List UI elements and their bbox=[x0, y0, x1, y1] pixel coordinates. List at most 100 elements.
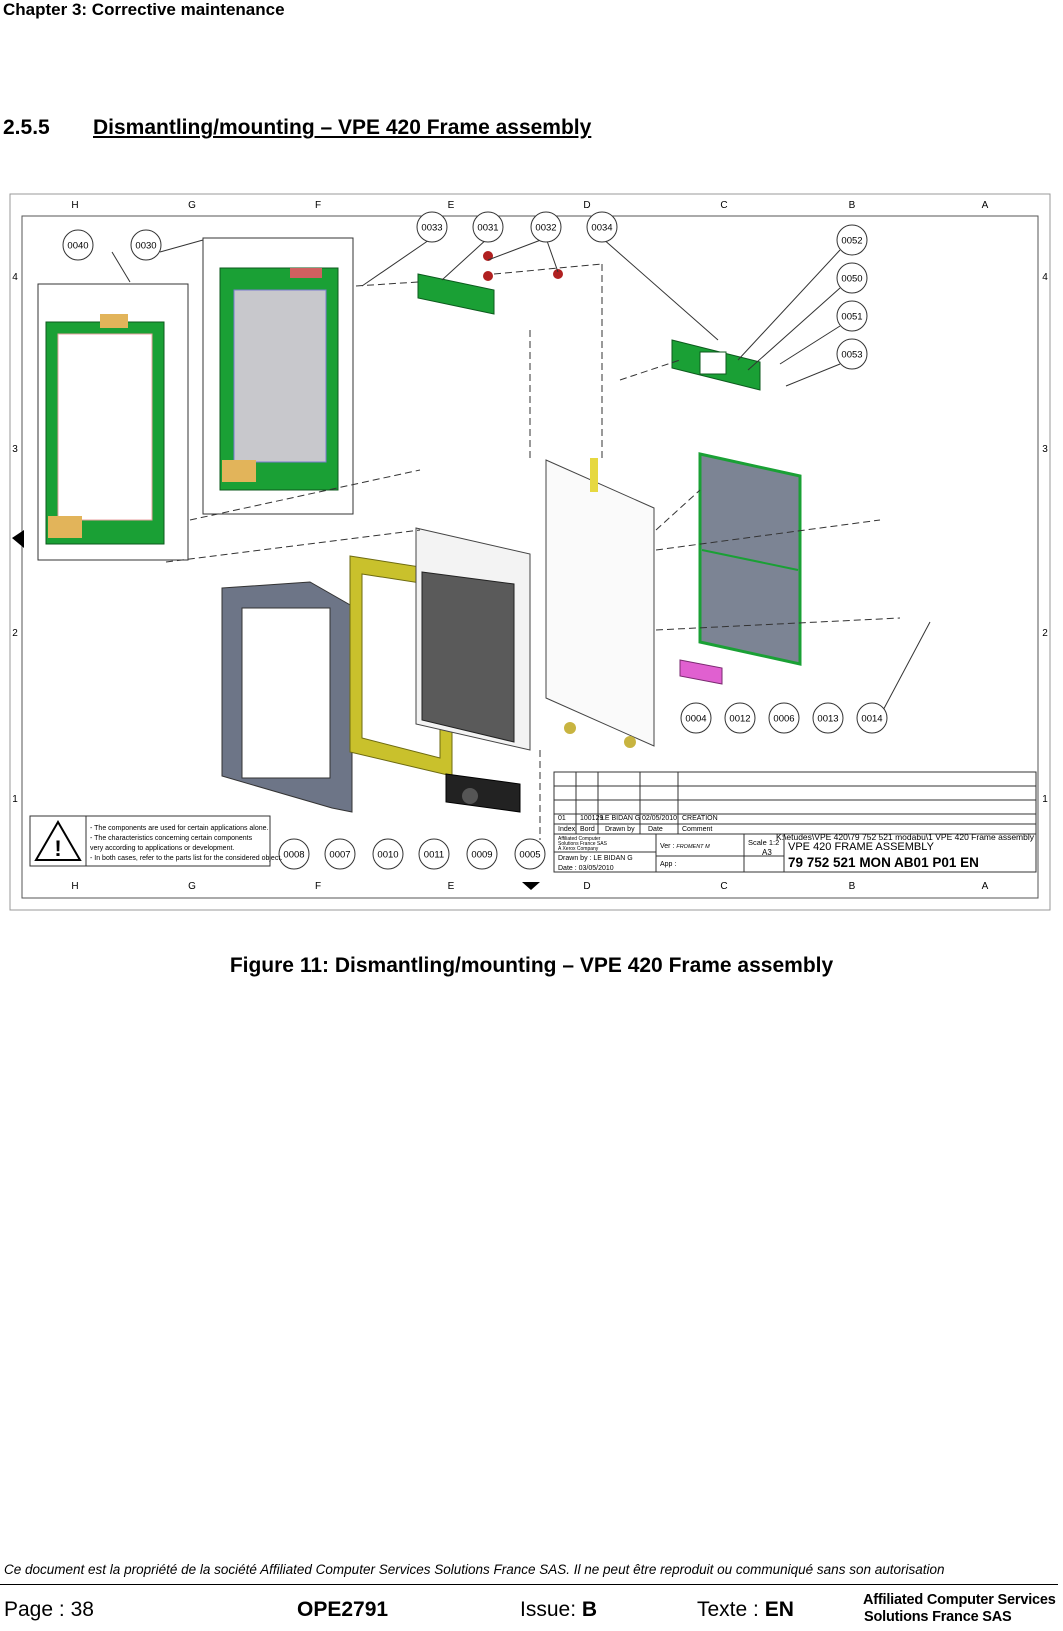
balloon-label-0033: 0033 bbox=[421, 223, 442, 234]
grid-col-bottom-G: G bbox=[188, 881, 196, 892]
section-number: 2.5.5 bbox=[3, 116, 50, 139]
metal-bracket-part bbox=[545, 458, 655, 748]
balloon-label-0051: 0051 bbox=[841, 312, 862, 323]
balloon-label-0010: 0010 bbox=[377, 850, 398, 861]
drawn-by: Drawn by : LE BIDAN G bbox=[558, 855, 633, 862]
balloon-label-0007: 0007 bbox=[329, 850, 350, 861]
grid-col-top-D: D bbox=[583, 200, 590, 211]
small-pcb-0031-part bbox=[417, 251, 563, 315]
lcd-screen-part bbox=[415, 527, 531, 751]
balloon-label-0004: 0004 bbox=[685, 714, 706, 725]
company-logo: Affiliated Computer Services Solutions F… bbox=[863, 1592, 1056, 1626]
footer-rule bbox=[0, 1584, 1058, 1585]
balloon-label-0050: 0050 bbox=[841, 274, 862, 285]
grid-col-top-A: A bbox=[982, 200, 989, 211]
issue-label: Issue: bbox=[520, 1598, 582, 1621]
grid-row-left-4: 4 bbox=[12, 272, 18, 283]
grid-col-bottom-C: C bbox=[720, 881, 727, 892]
balloon-0031 bbox=[472, 211, 504, 243]
footer-page: Page : 38 bbox=[4, 1598, 94, 1622]
balloon-label-0032: 0032 bbox=[535, 223, 556, 234]
grid-col-bottom-H: H bbox=[71, 881, 78, 892]
balloon-label-0030: 0030 bbox=[135, 241, 156, 252]
balloon-0012 bbox=[724, 702, 756, 734]
footer-doc-ref: OPE2791 bbox=[297, 1598, 389, 1621]
main-pcb-part bbox=[698, 452, 802, 666]
approved-by: App : bbox=[660, 861, 676, 868]
balloon-0007 bbox=[324, 838, 356, 870]
balloon-label-0011: 0011 bbox=[424, 850, 444, 861]
ownership-notice: Ce document est la propriété de la socié… bbox=[4, 1562, 945, 1577]
grid-col-bottom-F: F bbox=[315, 881, 321, 892]
footer-issue: Issue: B bbox=[520, 1598, 597, 1622]
balloon-label-0014: 0014 bbox=[861, 714, 882, 725]
note-lines: - The components are used for certain ap… bbox=[90, 825, 282, 862]
grid-col-top-C: C bbox=[720, 200, 727, 211]
assembly-guide-lines bbox=[165, 263, 901, 840]
footer-language: Texte : EN bbox=[697, 1598, 794, 1622]
drawing-scale: Scale 1:2 bbox=[748, 838, 779, 847]
page-number: 38 bbox=[70, 1598, 94, 1621]
texte-label: Texte : bbox=[697, 1598, 765, 1621]
logo-line-2: Solutions France SAS bbox=[864, 1609, 1012, 1625]
balloon-label-0053: 0053 bbox=[841, 350, 862, 361]
balloon-0040 bbox=[62, 229, 94, 261]
grid-col-top-G: G bbox=[188, 200, 196, 211]
grid-row-right-4: 4 bbox=[1042, 272, 1048, 283]
balloon-0011 bbox=[418, 838, 450, 870]
balloon-0009 bbox=[466, 838, 498, 870]
balloon-0005 bbox=[514, 838, 546, 870]
balloon-label-0012: 0012 bbox=[729, 714, 750, 725]
drawing-path: K:\etudes\VPE 420\79 752 521 modabu\1 VP… bbox=[776, 832, 1035, 842]
balloon-0050 bbox=[836, 262, 868, 294]
balloon-0051 bbox=[836, 300, 868, 332]
balloon-0008 bbox=[278, 838, 310, 870]
bottom-locator-arrow-icon bbox=[522, 882, 540, 890]
balloon-label-0040: 0040 bbox=[67, 241, 88, 252]
grid-row-right-2: 2 bbox=[1042, 628, 1048, 639]
figure-caption: Figure 11: Dismantling/mounting – VPE 42… bbox=[229, 954, 834, 977]
balloon-leader-lines bbox=[111, 237, 931, 717]
balloon-0004 bbox=[680, 702, 712, 734]
balloon-0052 bbox=[836, 224, 868, 256]
balloon-label-0006: 0006 bbox=[773, 714, 794, 725]
speaker-part bbox=[445, 773, 521, 813]
balloon-label-0034: 0034 bbox=[591, 223, 612, 234]
balloon-0030 bbox=[130, 229, 162, 261]
grid-col-bottom-A: A bbox=[982, 881, 989, 892]
grid-row-right-3: 3 bbox=[1042, 444, 1048, 455]
grid-col-bottom-E: E bbox=[448, 881, 455, 892]
balloon-label-0031: 0031 bbox=[477, 223, 498, 234]
balloon-label-0013: 0013 bbox=[817, 714, 838, 725]
inset-board-0040 bbox=[37, 283, 189, 561]
balloon-0013 bbox=[812, 702, 844, 734]
warning-triangle-icon bbox=[34, 820, 82, 861]
left-locator-arrow-icon bbox=[12, 530, 24, 548]
balloon-0010 bbox=[372, 838, 404, 870]
balloon-0032 bbox=[530, 211, 562, 243]
grid-col-bottom-D: D bbox=[583, 881, 590, 892]
balloon-0006 bbox=[768, 702, 800, 734]
grid-row-left-1: 1 bbox=[12, 794, 18, 805]
svg-text:!: ! bbox=[54, 836, 61, 861]
chapter-header: Chapter 3: Corrective maintenance bbox=[3, 0, 285, 19]
balloon-label-0052: 0052 bbox=[841, 236, 862, 247]
page-label: Page : bbox=[4, 1598, 71, 1621]
balloon-label-0008: 0008 bbox=[283, 850, 304, 861]
balloon-0033 bbox=[416, 211, 448, 243]
front-frame-part bbox=[221, 581, 353, 813]
grid-row-left-3: 3 bbox=[12, 444, 18, 455]
grid-row-right-1: 1 bbox=[1042, 794, 1048, 805]
verified-by: Ver : FROMENT M bbox=[660, 843, 710, 850]
paper-format: A3 bbox=[762, 848, 772, 857]
drawing-name: VPE 420 FRAME ASSEMBLY bbox=[788, 841, 935, 853]
issue-value: B bbox=[581, 1598, 598, 1621]
balloon-callouts: 0040 0030 0033 0031 0032 0034 0052 0050 0051 0053… bbox=[62, 211, 888, 870]
texte-value: EN bbox=[764, 1598, 794, 1621]
